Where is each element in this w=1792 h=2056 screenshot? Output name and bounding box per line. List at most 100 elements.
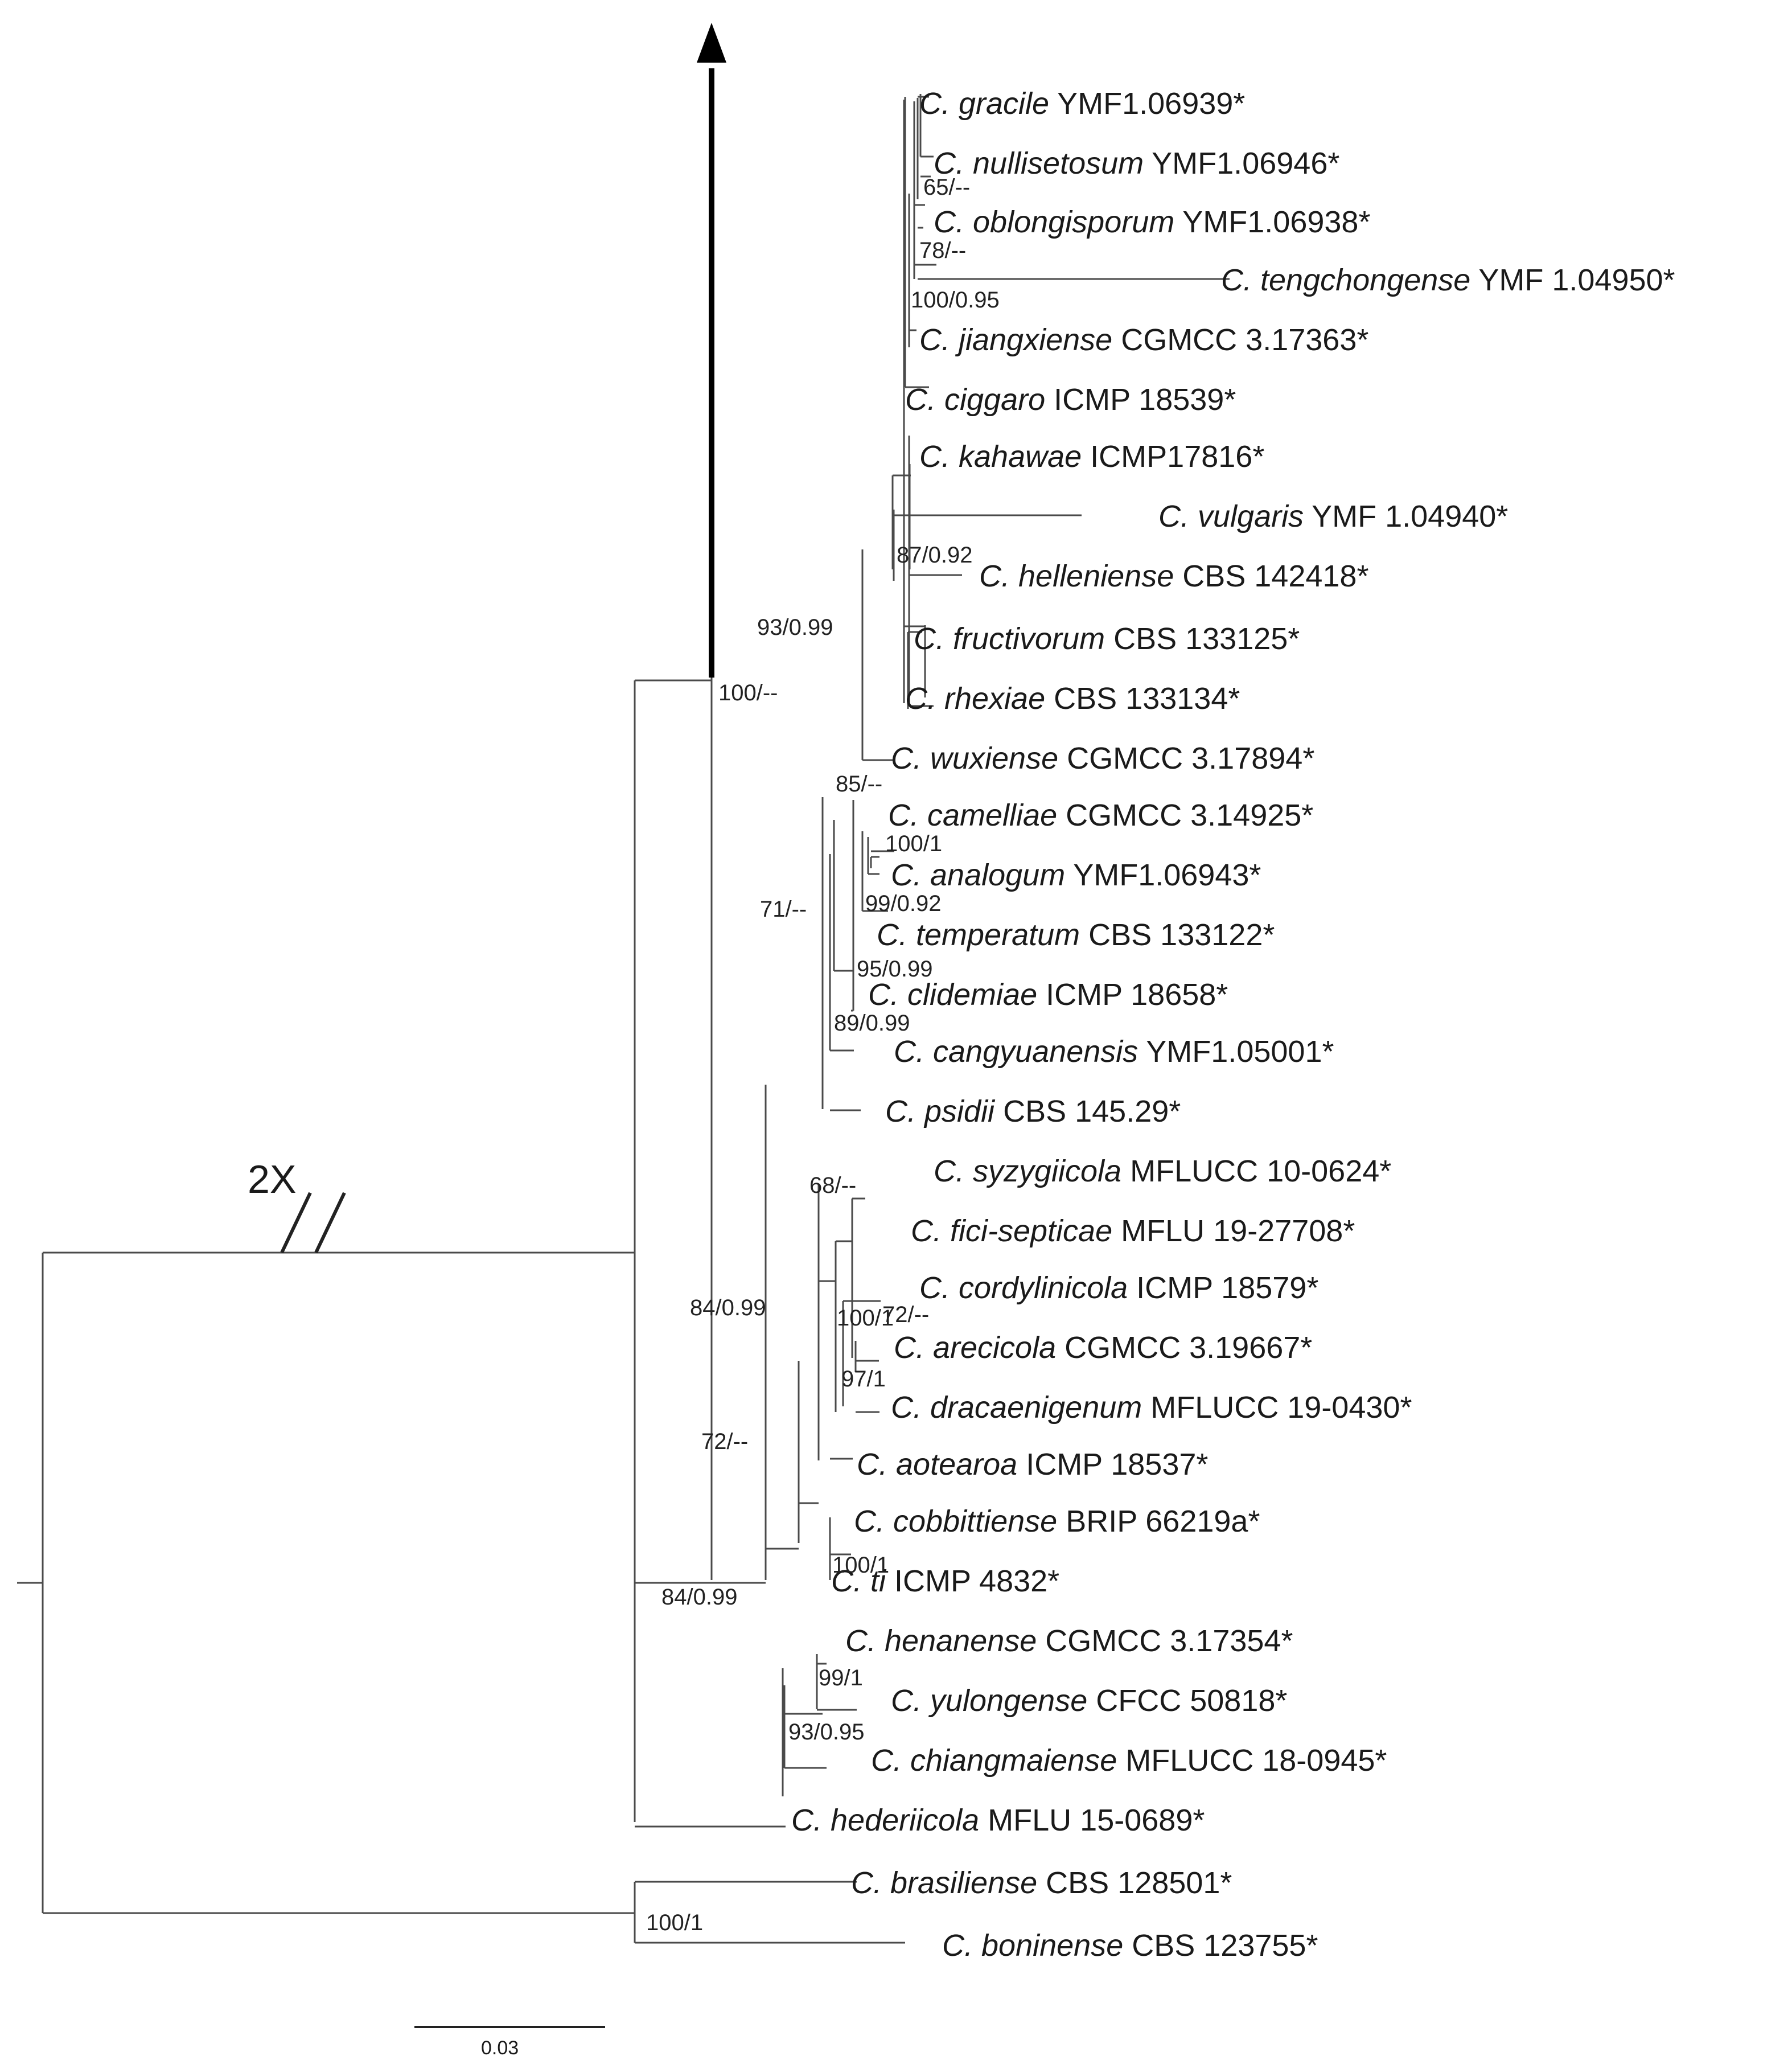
taxon-label: C. ti ICMP 4832*: [831, 1564, 1059, 1598]
taxon-strain-id: YMF1.06939*: [1049, 87, 1245, 121]
taxon-strain-id: ICMP 4832*: [886, 1564, 1059, 1598]
taxon-species-name: C. chiangmaiense: [871, 1743, 1117, 1778]
support-value: 99/1: [819, 1665, 863, 1690]
support-value: 89/0.99: [834, 1011, 910, 1036]
taxon-label: C. tengchongense YMF 1.04950*: [1221, 263, 1675, 297]
taxon-label: C. fici-septicae MFLU 19-27708*: [911, 1214, 1355, 1248]
taxon-label: C. kahawae ICMP17816*: [919, 440, 1264, 474]
taxon-strain-id: CBS 133134*: [1045, 682, 1240, 716]
taxon-species-name: C. cordylinicola: [919, 1271, 1128, 1305]
taxon-label: C. boninense CBS 123755*: [942, 1928, 1318, 1963]
taxon-strain-id: ICMP 18658*: [1037, 978, 1228, 1012]
taxon-strain-id: CBS 128501*: [1037, 1866, 1232, 1900]
taxon-strain-id: MFLUCC 19-0430*: [1142, 1390, 1412, 1425]
support-value: 99/0.92: [865, 891, 941, 916]
taxon-label: C. jiangxiense CGMCC 3.17363*: [919, 323, 1368, 357]
support-value: 84/0.99: [690, 1295, 766, 1320]
taxon-label: C. syzygiicola MFLUCC 10-0624*: [934, 1154, 1391, 1188]
support-values: 65/--78/--100/0.9587/0.9293/0.99100/--85…: [646, 175, 1000, 1935]
taxon-species-name: C. kahawae: [919, 440, 1082, 474]
taxon-strain-id: CGMCC 3.14925*: [1057, 798, 1313, 832]
taxon-strain-id: YMF 1.04950*: [1470, 263, 1675, 297]
taxon-label: C. cordylinicola ICMP 18579*: [919, 1271, 1318, 1305]
support-value: 68/--: [809, 1173, 856, 1198]
taxon-label: C. rhexiae CBS 133134*: [905, 682, 1240, 716]
taxon-species-name: C. syzygiicola: [934, 1154, 1121, 1188]
support-value: 100/1: [646, 1910, 703, 1935]
taxon-strain-id: MFLUCC 18-0945*: [1117, 1743, 1387, 1778]
support-value: 100/1: [832, 1553, 889, 1578]
taxon-label: C. wuxiense CGMCC 3.17894*: [891, 741, 1314, 775]
taxon-label: C. chiangmaiense MFLUCC 18-0945*: [871, 1743, 1387, 1778]
taxon-strain-id: CBS 133125*: [1105, 622, 1300, 656]
taxon-strain-id: MFLUCC 10-0624*: [1121, 1154, 1391, 1188]
taxon-species-name: C. camelliae: [888, 798, 1057, 832]
support-value: 71/--: [760, 897, 807, 922]
taxon-species-name: C. nullisetosum: [934, 146, 1144, 180]
support-value: 65/--: [923, 175, 970, 200]
taxon-species-name: C. analogum: [891, 858, 1065, 892]
taxon-label: C. helleniense CBS 142418*: [979, 559, 1368, 593]
support-value: 100/--: [718, 680, 778, 705]
support-value: 72/--: [882, 1302, 929, 1327]
support-value: 100/1: [885, 831, 942, 856]
taxon-label: C. arecicola CGMCC 3.19667*: [894, 1331, 1312, 1365]
taxon-species-name: C. yulongense: [891, 1684, 1087, 1718]
taxon-species-name: C. temperatum: [877, 918, 1080, 952]
taxon-species-name: C. tengchongense: [1221, 263, 1470, 297]
taxon-label: C. camelliae CGMCC 3.14925*: [888, 798, 1313, 832]
taxon-strain-id: CGMCC 3.17894*: [1058, 741, 1314, 775]
taxon-label: C. hederiicola MFLU 15-0689*: [791, 1803, 1205, 1837]
taxon-species-name: C. brasiliense: [851, 1866, 1037, 1900]
taxon-strain-id: MFLU 15-0689*: [979, 1803, 1205, 1837]
taxon-species-name: C. fici-septicae: [911, 1214, 1112, 1248]
taxon-label: C. fructivorum CBS 133125*: [914, 622, 1300, 656]
taxon-labels: C. gracile YMF1.06939* C. nullisetosum YM…: [791, 87, 1675, 1963]
support-value: 100/0.95: [911, 288, 1000, 313]
support-value: 72/--: [701, 1429, 748, 1454]
branch-break-mark: [314, 1192, 346, 1254]
taxon-species-name: C. wuxiense: [891, 741, 1058, 775]
taxon-strain-id: MFLU 19-27708*: [1112, 1214, 1355, 1248]
taxon-species-name: C. vulgaris: [1158, 499, 1304, 534]
taxon-strain-id: ICMP 18537*: [1017, 1447, 1208, 1482]
taxon-species-name: C. ciggaro: [905, 383, 1045, 417]
taxon-species-name: C. fructivorum: [914, 622, 1105, 656]
taxon-species-name: C. helleniense: [979, 559, 1174, 593]
taxon-species-name: C. gracile: [919, 87, 1049, 121]
support-value: 93/0.99: [757, 615, 833, 640]
taxon-strain-id: BRIP 66219a*: [1057, 1504, 1260, 1538]
taxon-species-name: C. boninense: [942, 1928, 1123, 1963]
taxon-strain-id: CBS 142418*: [1174, 559, 1368, 593]
branch-break-mark: [280, 1192, 312, 1254]
scale-bar-label: 0.03: [481, 2037, 519, 2056]
taxon-label: C. dracaenigenum MFLUCC 19-0430*: [891, 1390, 1412, 1425]
taxon-label: C. aotearoa ICMP 18537*: [857, 1447, 1208, 1482]
taxon-strain-id: YMF1.05001*: [1138, 1035, 1334, 1069]
taxon-species-name: C. dracaenigenum: [891, 1390, 1142, 1425]
support-value: 87/0.92: [897, 543, 972, 568]
support-value: 100/1: [837, 1306, 894, 1331]
taxon-strain-id: CFCC 50818*: [1087, 1684, 1287, 1718]
taxon-strain-id: YMF1.06943*: [1065, 858, 1261, 892]
taxon-label: C. ciggaro ICMP 18539*: [905, 383, 1236, 417]
taxon-label: C. analogum YMF1.06943*: [891, 858, 1261, 892]
taxon-strain-id: CGMCC 3.17354*: [1037, 1624, 1293, 1658]
taxon-species-name: C. cobbittiense: [854, 1504, 1057, 1538]
taxon-species-name: C. cangyuanensis: [894, 1035, 1138, 1069]
branch-break-label: 2X: [248, 1157, 297, 1201]
taxon-strain-id: ICMP17816*: [1082, 440, 1264, 474]
taxon-strain-id: ICMP 18539*: [1045, 383, 1236, 417]
taxon-strain-id: YMF1.06938*: [1174, 205, 1370, 239]
taxon-label: C. oblongisporum YMF1.06938*: [934, 205, 1370, 239]
taxon-species-name: C. henanense: [845, 1624, 1037, 1658]
taxon-species-name: C. hederiicola: [791, 1803, 979, 1837]
support-value: 84/0.99: [661, 1585, 737, 1610]
taxon-species-name: C. aotearoa: [857, 1447, 1017, 1482]
support-value: 85/--: [836, 771, 882, 797]
taxon-label: C. clidemiae ICMP 18658*: [868, 978, 1228, 1012]
taxon-species-name: C. ti: [831, 1564, 887, 1598]
taxon-strain-id: CGMCC 3.19667*: [1056, 1331, 1312, 1365]
collapsed-clade-arrow-head: [697, 23, 726, 63]
